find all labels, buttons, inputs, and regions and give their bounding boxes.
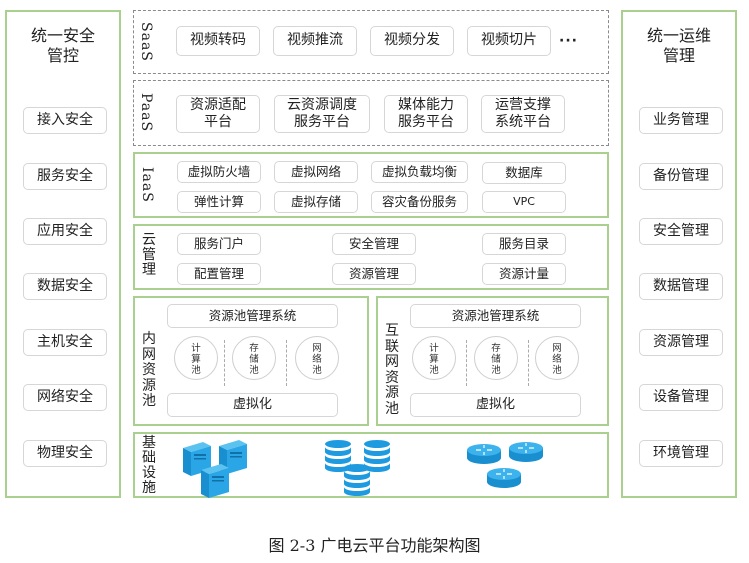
layer-label: SaaS bbox=[138, 22, 154, 62]
more-ellipsis: ··· bbox=[559, 33, 578, 49]
layer-label: 云 管 理 bbox=[142, 232, 156, 278]
iaas-item: 虚拟防火墙 bbox=[177, 161, 261, 183]
virtualization-layer: 虚拟化 bbox=[167, 393, 338, 417]
saas-item: 视频转码 bbox=[176, 26, 260, 56]
figure-caption: 图 2-3 广电云平台功能架构图 bbox=[268, 536, 481, 555]
database-icon bbox=[344, 464, 370, 496]
iaas-item: 虚拟负载均衡 bbox=[371, 161, 468, 183]
router-icon bbox=[487, 468, 521, 488]
compute-pool: 计算池 bbox=[174, 336, 218, 380]
storage-pool: 存储池 bbox=[232, 336, 276, 380]
iaas-item: 虚拟网络 bbox=[274, 161, 358, 183]
paas-item: 媒体能力服务平台 bbox=[384, 95, 468, 133]
iaas-item: 弹性计算 bbox=[177, 191, 261, 213]
storage-pool: 存储池 bbox=[474, 336, 518, 380]
internet-resource-pool: 互 联 网 资 源 池 资源池管理系统 计算池 存储池 网络池 虚拟化 bbox=[376, 296, 609, 426]
paas-layer: PaaS 资源适配平台 云资源调度服务平台 媒体能力服务平台 运营支撑系统平台 bbox=[133, 80, 609, 146]
layer-label: PaaS bbox=[138, 93, 154, 133]
pool-label: 内 网 资 源 池 bbox=[142, 331, 156, 409]
ops-item: 设备管理 bbox=[639, 384, 723, 411]
security-item: 物理安全 bbox=[23, 440, 107, 467]
server-cluster-icon bbox=[183, 440, 247, 498]
router-cluster-icon bbox=[467, 442, 543, 488]
saas-item: 视频推流 bbox=[273, 26, 357, 56]
iaas-item: 容灾备份服务 bbox=[371, 191, 468, 213]
divider bbox=[528, 340, 529, 386]
cloud-mgmt-item: 配置管理 bbox=[177, 263, 261, 285]
panel-title: 统一安全 管控 bbox=[30, 26, 95, 65]
security-item: 服务安全 bbox=[23, 163, 107, 190]
cloud-mgmt-item: 服务门户 bbox=[177, 233, 261, 255]
pool-management-system: 资源池管理系统 bbox=[410, 304, 581, 328]
ops-item: 备份管理 bbox=[639, 163, 723, 190]
layer-label: IaaS bbox=[139, 167, 155, 203]
infrastructure-layer: 基 础 设 施 bbox=[133, 432, 609, 498]
network-pool: 网络池 bbox=[535, 336, 579, 380]
iaas-item: 数据库 bbox=[482, 162, 566, 184]
divider bbox=[286, 340, 287, 386]
database-icon bbox=[325, 440, 351, 472]
cloud-mgmt-item: 安全管理 bbox=[332, 233, 416, 255]
server-icon bbox=[219, 440, 247, 474]
virtualization-layer: 虚拟化 bbox=[410, 393, 581, 417]
database-icon bbox=[364, 440, 390, 472]
security-item: 网络安全 bbox=[23, 384, 107, 411]
cloud-mgmt-item: 资源管理 bbox=[332, 263, 416, 285]
saas-item: 视频切片 bbox=[467, 26, 551, 56]
divider bbox=[224, 340, 225, 386]
router-icon bbox=[467, 444, 501, 464]
cloud-mgmt-item: 服务目录 bbox=[482, 233, 566, 255]
ops-item: 环境管理 bbox=[639, 440, 723, 467]
database-cluster-icon bbox=[325, 440, 390, 496]
ops-item: 资源管理 bbox=[639, 329, 723, 356]
saas-layer: SaaS 视频转码 视频推流 视频分发 视频切片 ··· bbox=[133, 10, 609, 74]
pool-label: 互 联 网 资 源 池 bbox=[385, 323, 399, 417]
paas-item: 资源适配平台 bbox=[176, 95, 260, 133]
ops-item: 业务管理 bbox=[639, 107, 723, 134]
router-icon bbox=[509, 442, 543, 462]
divider bbox=[466, 340, 467, 386]
panel-title: 统一运维 管理 bbox=[646, 26, 711, 65]
unified-ops-panel: 统一运维 管理 业务管理 备份管理 安全管理 数据管理 资源管理 设备管理 环境… bbox=[621, 10, 737, 498]
iaas-item: VPC bbox=[482, 191, 566, 213]
network-pool: 网络池 bbox=[295, 336, 339, 380]
security-item: 数据安全 bbox=[23, 273, 107, 300]
compute-pool: 计算池 bbox=[412, 336, 456, 380]
ops-item: 安全管理 bbox=[639, 218, 723, 245]
intranet-resource-pool: 内 网 资 源 池 资源池管理系统 计算池 存储池 网络池 虚拟化 bbox=[133, 296, 369, 426]
pool-management-system: 资源池管理系统 bbox=[167, 304, 338, 328]
iaas-item: 虚拟存储 bbox=[274, 191, 358, 213]
security-item: 主机安全 bbox=[23, 329, 107, 356]
layer-label: 基 础 设 施 bbox=[142, 435, 156, 496]
security-item: 接入安全 bbox=[23, 107, 107, 134]
server-icon bbox=[201, 464, 229, 498]
saas-item: 视频分发 bbox=[370, 26, 454, 56]
security-item: 应用安全 bbox=[23, 218, 107, 245]
paas-item: 运营支撑系统平台 bbox=[481, 95, 565, 133]
unified-security-panel: 统一安全 管控 接入安全 服务安全 应用安全 数据安全 主机安全 网络安全 物理… bbox=[5, 10, 121, 498]
cloud-mgmt-item: 资源计量 bbox=[482, 263, 566, 285]
ops-item: 数据管理 bbox=[639, 273, 723, 300]
iaas-layer: IaaS 虚拟防火墙 虚拟网络 虚拟负载均衡 数据库 弹性计算 虚拟存储 容灾备… bbox=[133, 152, 609, 218]
paas-item: 云资源调度服务平台 bbox=[274, 95, 370, 133]
cloud-management-layer: 云 管 理 服务门户 安全管理 服务目录 配置管理 资源管理 资源计量 bbox=[133, 224, 609, 290]
